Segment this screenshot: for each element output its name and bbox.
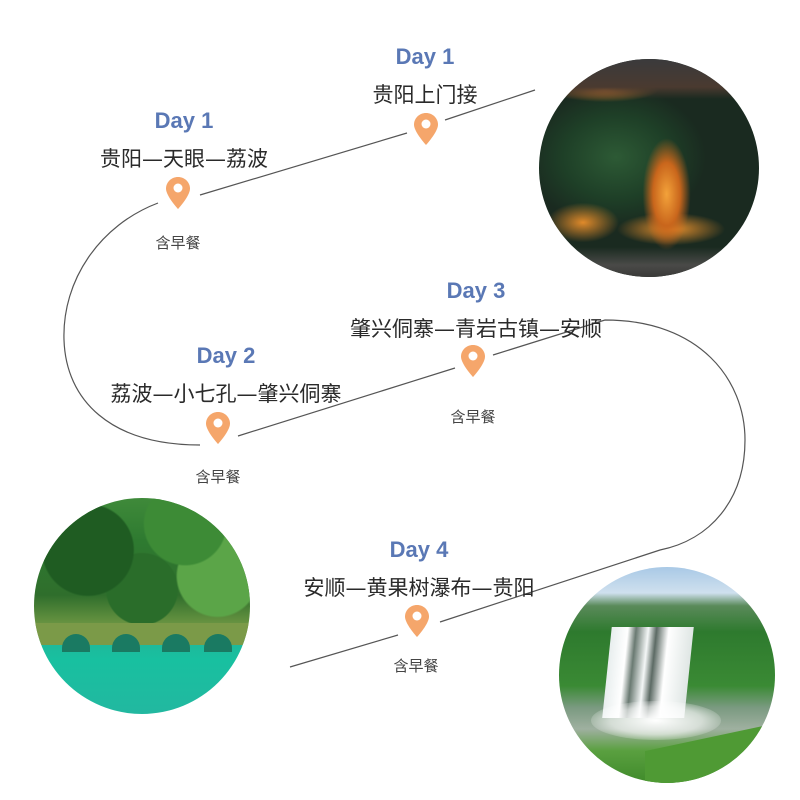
photo-arch-detail	[112, 634, 140, 653]
day-label: Day 1	[154, 108, 214, 133]
photo-trees-detail	[34, 498, 250, 628]
map-pin-icon	[414, 113, 438, 145]
photo-stone-bridge	[34, 498, 250, 714]
photo-arch-detail	[204, 634, 232, 653]
itinerary-stop: Day 4 安顺—黄果树瀑布—贵阳	[304, 537, 535, 601]
meal-note: 含早餐	[155, 234, 201, 252]
itinerary-stop: Day 3 肇兴侗寨—青岩古镇—安顺	[350, 278, 602, 342]
map-pin-icon	[461, 345, 485, 377]
day-label: Day 2	[196, 343, 256, 368]
day-label: Day 3	[446, 278, 506, 303]
map-pin-icon	[405, 605, 429, 637]
meal-note: 含早餐	[195, 468, 241, 486]
itinerary-stop: Day 1 贵阳上门接	[373, 44, 478, 108]
day-label: Day 4	[389, 537, 449, 562]
stop-title: 荔波—小七孔—肇兴侗寨	[110, 382, 342, 406]
photo-roof-detail	[539, 59, 759, 99]
photo-bridge-detail	[34, 623, 250, 645]
photo-arch-detail	[162, 634, 190, 653]
meal-note: 含早餐	[393, 657, 439, 675]
stop-title: 安顺—黄果树瀑布—贵阳	[303, 576, 535, 600]
photo-waterfall	[559, 567, 775, 783]
map-pin-icon	[166, 177, 190, 209]
photo-ground-detail	[539, 247, 759, 277]
stop-title: 贵阳上门接	[372, 83, 478, 107]
photo-mist-detail	[591, 700, 721, 740]
map-pin-icon	[206, 412, 230, 444]
stop-title: 贵阳—天眼—荔波	[100, 147, 268, 171]
stop-title: 肇兴侗寨—青岩古镇—安顺	[350, 317, 602, 341]
itinerary-stop: Day 1 贵阳—天眼—荔波	[100, 108, 268, 172]
itinerary-stop: Day 2 荔波—小七孔—肇兴侗寨	[111, 343, 342, 407]
photo-drum-tower	[539, 59, 759, 277]
day-label: Day 1	[395, 44, 455, 69]
meal-note: 含早餐	[450, 408, 496, 426]
photo-arch-detail	[62, 634, 90, 653]
